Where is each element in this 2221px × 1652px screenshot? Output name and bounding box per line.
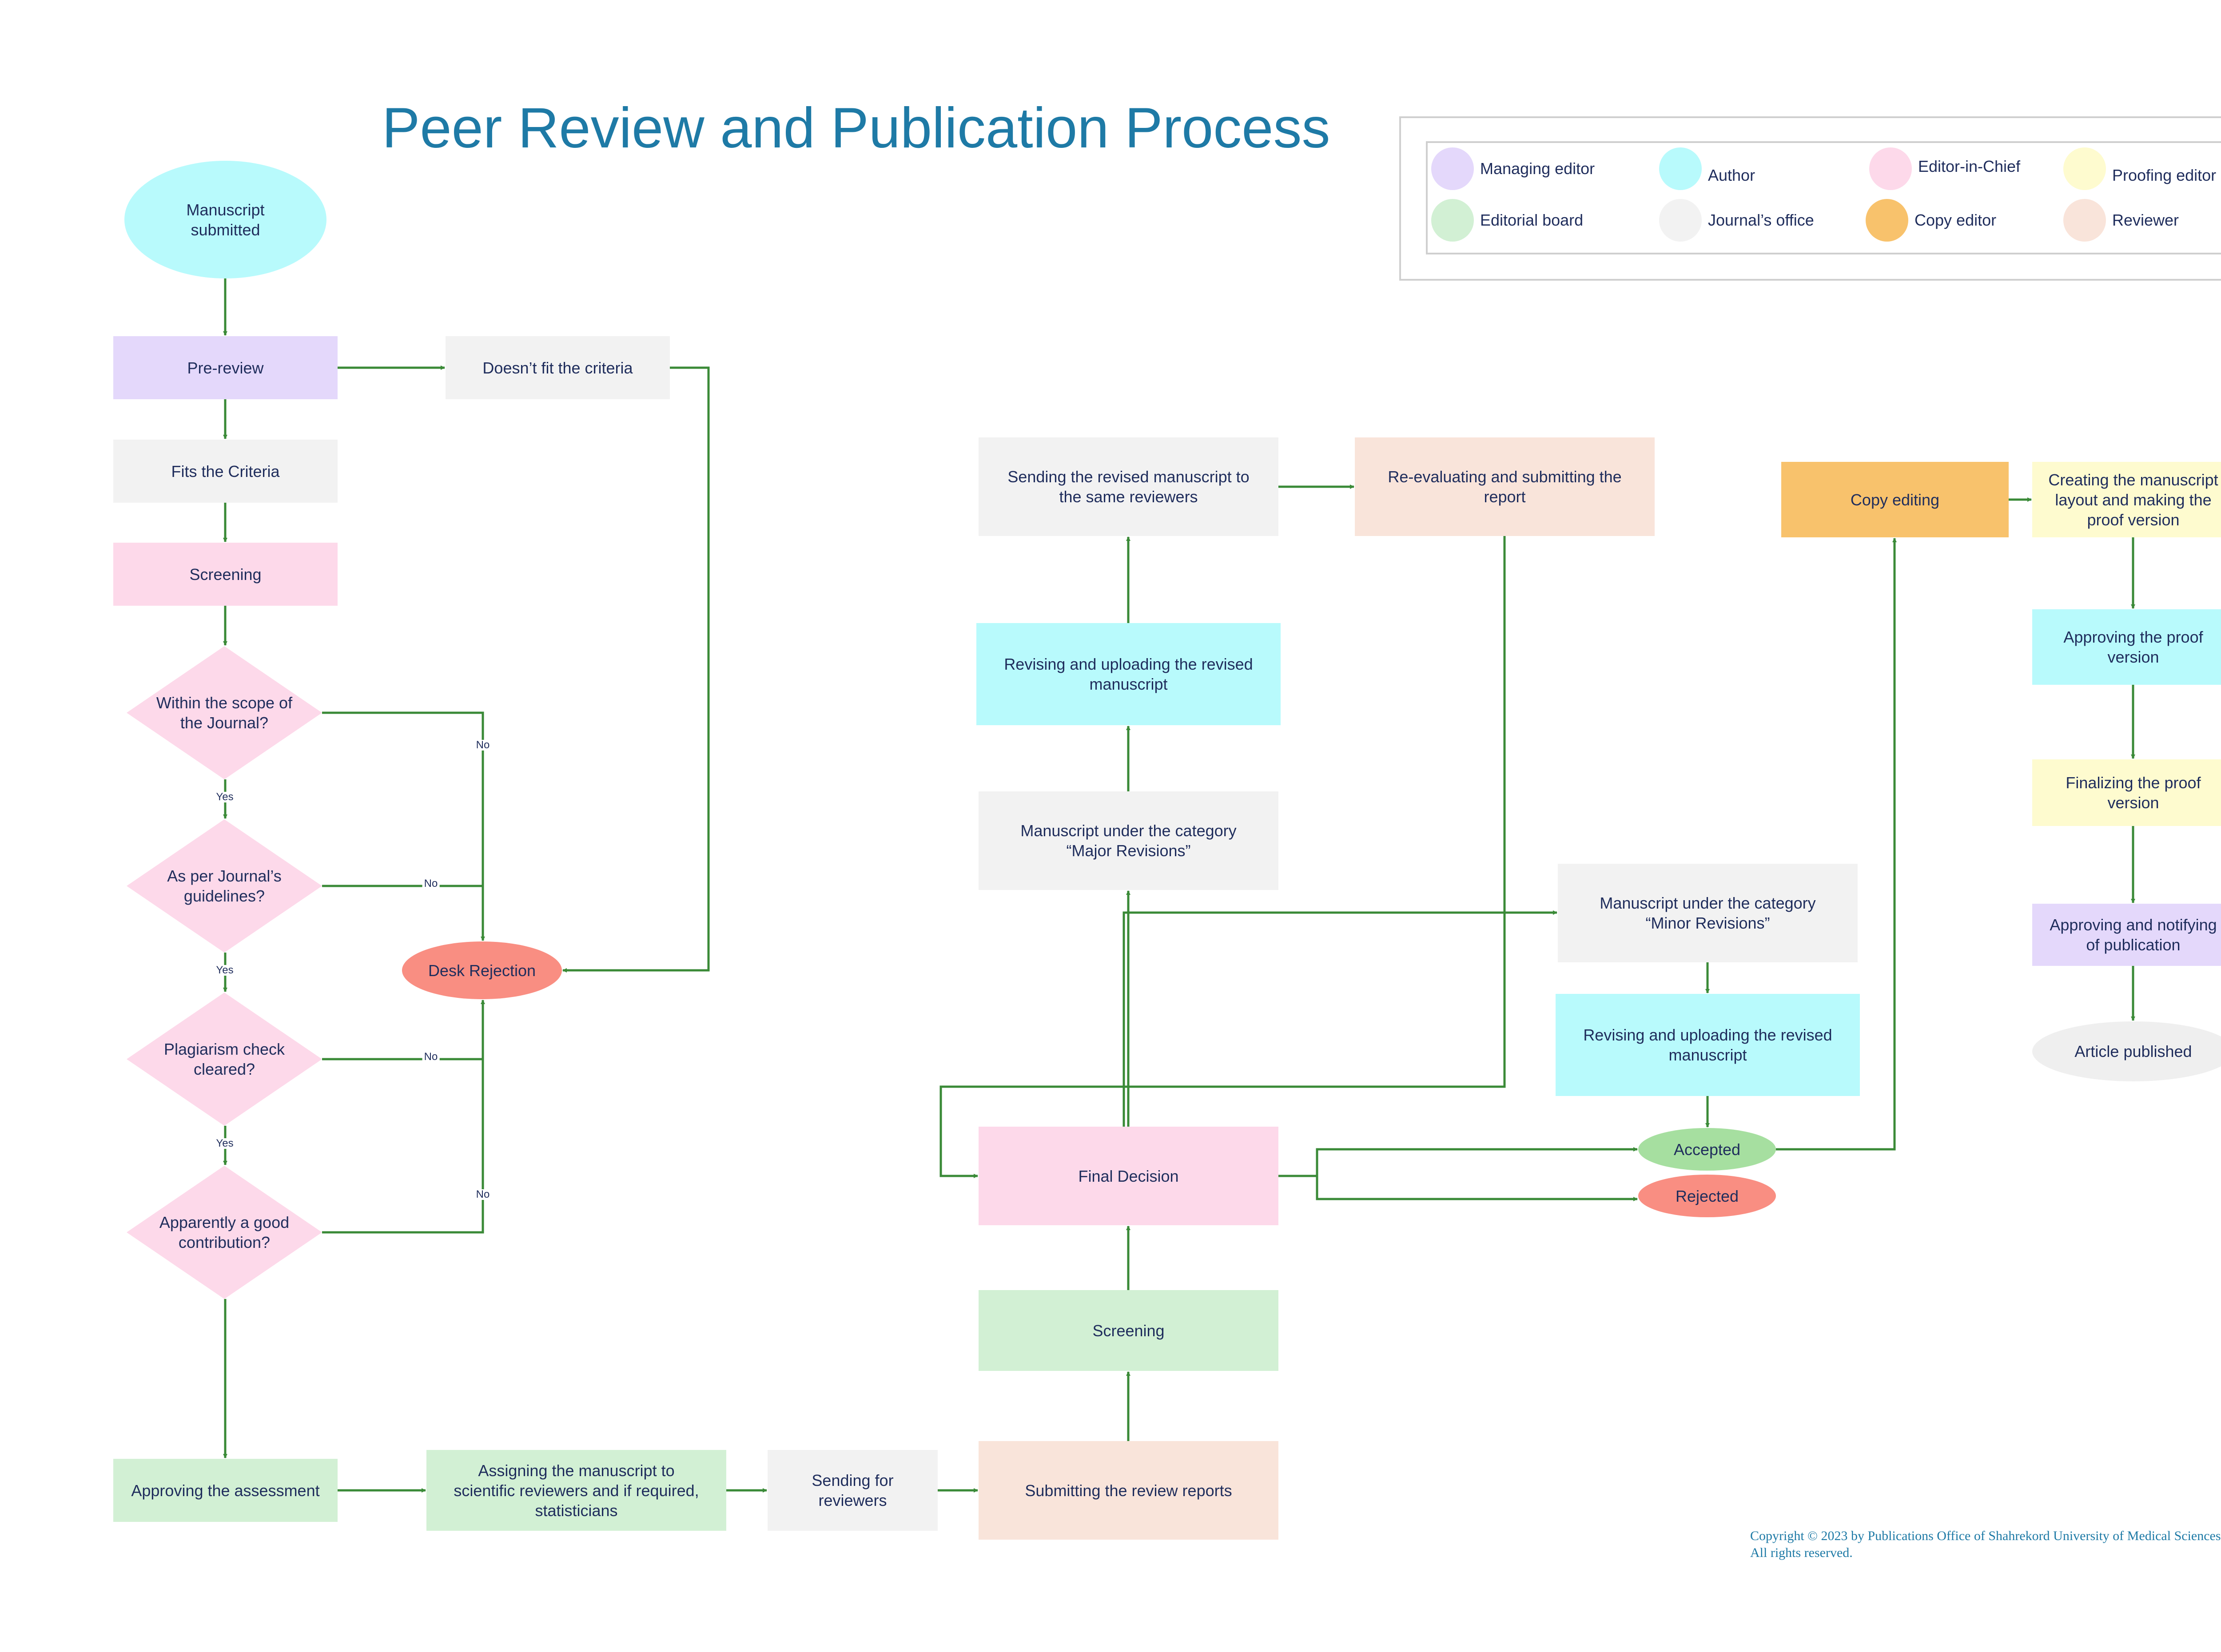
legend-item-managing-editor: Managing editor bbox=[1431, 147, 1595, 190]
pre-review-node: Pre-review bbox=[113, 336, 338, 399]
legend-item-editorial-board: Editorial board bbox=[1431, 199, 1583, 242]
copy-editor-swatch bbox=[1866, 199, 1908, 242]
reviewer-swatch bbox=[2063, 199, 2106, 242]
plagiarism-question-label: Plagiarism check cleared? bbox=[163, 1040, 285, 1078]
accepted-node: Accepted bbox=[1638, 1128, 1776, 1171]
journals-office-swatch bbox=[1659, 199, 1702, 242]
revising-minor-node: Revising and uploading the revised manus… bbox=[1556, 994, 1860, 1096]
editorial-board-swatch bbox=[1431, 199, 1474, 242]
article-published-node: Article published bbox=[2032, 1021, 2221, 1081]
plagiarism-question-shape bbox=[127, 993, 322, 1126]
legend-item-editor-in-chief: Editor-in-Chief bbox=[1869, 147, 2020, 190]
assigning-reviewers-node: Assigning the manuscript to scientific r… bbox=[426, 1450, 726, 1531]
legend-item-reviewer: Reviewer bbox=[2063, 199, 2179, 242]
edge-label-yes: Yes bbox=[214, 965, 235, 976]
sending-reviewers-node: Sending for reviewers bbox=[768, 1450, 938, 1531]
legend-label: Managing editor bbox=[1480, 159, 1595, 178]
managing-editor-swatch bbox=[1431, 147, 1474, 190]
arrow-final-to-minor bbox=[1122, 910, 1557, 1127]
legend-label: Author bbox=[1708, 166, 1755, 184]
guidelines-question-label: As per Journal’s guidelines? bbox=[167, 867, 282, 905]
arrow-reevaluating-to-final bbox=[939, 536, 1506, 1178]
legend-item-journals-office: Journal’s office bbox=[1659, 199, 1814, 242]
copyright-line: Copyright © 2023 by Publications Office … bbox=[1750, 1529, 2221, 1543]
page-title: Peer Review and Publication Process bbox=[382, 96, 1330, 160]
revising-major-node: Revising and uploading the revised manus… bbox=[976, 623, 1281, 725]
copyright-notice: Copyright © 2023 by Publications Office … bbox=[1750, 1528, 2221, 1561]
screening-node: Screening bbox=[113, 543, 338, 606]
arrow-final-to-accepted bbox=[1278, 1147, 1638, 1177]
arrow-final-to-rejected bbox=[1316, 1176, 1638, 1201]
legend-label: Editorial board bbox=[1480, 211, 1584, 229]
minor-revisions-node: Manuscript under the category “Minor Rev… bbox=[1558, 864, 1858, 962]
doesnt-fit-node: Doesn’t fit the criteria bbox=[446, 336, 670, 399]
legend-label: Editor-in-Chief bbox=[1918, 157, 2021, 175]
contribution-question-shape bbox=[127, 1166, 322, 1299]
copyright-line: All rights reserved. bbox=[1750, 1545, 1853, 1560]
edge-label-no: No bbox=[422, 1052, 440, 1062]
approving-notifying-node: Approving and notifying of publication bbox=[2032, 904, 2221, 966]
edge-label-yes: Yes bbox=[214, 1138, 235, 1149]
edge-label-yes: Yes bbox=[214, 792, 235, 802]
legend bbox=[1426, 141, 2221, 254]
finalizing-proof-node: Finalizing the proof version bbox=[2032, 759, 2221, 826]
scope-question-shape bbox=[127, 646, 322, 779]
copy-editing-node: Copy editing bbox=[1781, 462, 2009, 537]
legend-item-copy-editor: Copy editor bbox=[1866, 199, 1996, 242]
legend-label: Copy editor bbox=[1915, 211, 1997, 229]
arrow-doesntfit-to-desk bbox=[562, 366, 710, 973]
manuscript-submitted-node: Manuscript submitted bbox=[124, 161, 326, 278]
submitting-reports-node: Submitting the review reports bbox=[979, 1441, 1278, 1540]
approving-proof-node: Approving the proof version bbox=[2032, 609, 2221, 685]
proofing-editor-swatch bbox=[2063, 147, 2106, 190]
legend-label: Journal’s office bbox=[1708, 211, 1814, 229]
editor-in-chief-swatch bbox=[1869, 147, 1912, 190]
rejected-node: Rejected bbox=[1638, 1175, 1776, 1217]
major-revisions-node: Manuscript under the category “Major Rev… bbox=[979, 791, 1278, 890]
edge-label-no: No bbox=[422, 878, 440, 889]
scope-question-label: Within the scope of the Journal? bbox=[156, 694, 293, 732]
sending-same-reviewers-node: Sending the revised manuscript to the sa… bbox=[979, 437, 1278, 536]
legend-label: Proofing editor bbox=[2112, 166, 2217, 184]
creating-layout-node: Creating the manuscript layout and makin… bbox=[2032, 462, 2221, 537]
arrow-accepted-to-copy bbox=[1776, 538, 1897, 1151]
arrow-scope-no bbox=[322, 711, 485, 941]
contribution-question-label: Apparently a good contribution? bbox=[159, 1213, 290, 1251]
legend-label: Reviewer bbox=[2112, 211, 2179, 229]
legend-frame bbox=[1399, 116, 2221, 281]
legend-item-proofing-editor: Proofing editor bbox=[2063, 147, 2216, 190]
arrow-contribution-no bbox=[322, 1000, 485, 1234]
final-decision-node: Final Decision bbox=[979, 1127, 1278, 1225]
edge-label-no: No bbox=[474, 1189, 492, 1200]
approving-assessment-node: Approving the assessment bbox=[113, 1459, 338, 1522]
screening-2-node: Screening bbox=[979, 1290, 1278, 1371]
fits-criteria-node: Fits the Criteria bbox=[113, 440, 338, 503]
author-swatch bbox=[1659, 147, 1702, 190]
legend-item-author: Author bbox=[1659, 147, 1755, 190]
edge-label-no: No bbox=[474, 740, 492, 751]
guidelines-question-shape bbox=[127, 819, 322, 953]
desk-rejection-node: Desk Rejection bbox=[402, 941, 562, 999]
reevaluating-node: Re-evaluating and submitting the report bbox=[1355, 437, 1655, 536]
